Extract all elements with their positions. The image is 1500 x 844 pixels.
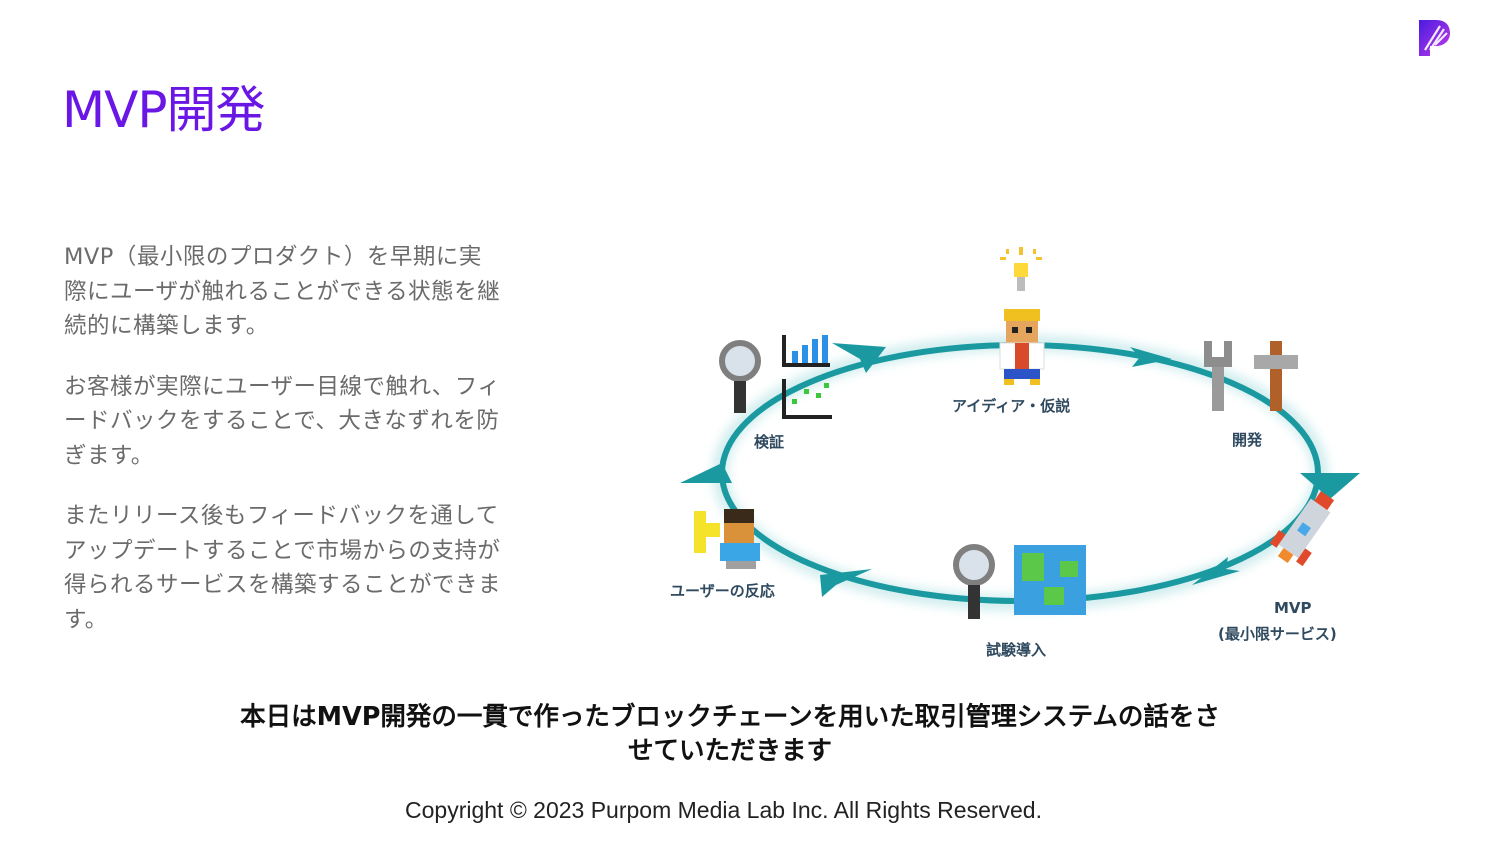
cycle-arrow-icon [1192, 557, 1240, 585]
label-mvp: MVP [1274, 599, 1312, 617]
magnifier-icon [953, 544, 995, 619]
label-mvp-subtitle: (最小限サービス) [1218, 625, 1337, 643]
user-megaphone-icon [694, 509, 760, 569]
label-user-reaction: ユーザーの反応 [670, 582, 775, 600]
description-paragraph-1: MVP（最小限のプロダクト）を早期に実際にユーザが触れることができる状態を継続的… [64, 244, 501, 339]
purpom-logo-icon [1419, 20, 1450, 56]
wrench-hammer-icon [1204, 341, 1298, 411]
cycle-arrow-icon [820, 569, 872, 597]
description-block: MVP（最小限のプロダクト）を早期に実際にユーザが触れることができる状態を継続的… [64, 240, 504, 663]
globe-icon [1014, 545, 1086, 615]
label-development: 開発 [1232, 431, 1263, 449]
cycle-arrow-icon [1130, 347, 1172, 367]
copyright-footer: Copyright © 2023 Purpom Media Lab Inc. A… [405, 797, 1042, 823]
king-character-icon [999, 309, 1045, 385]
label-verify: 検証 [754, 433, 784, 451]
rocket-icon [1269, 491, 1335, 567]
label-idea: アイディア・仮説 [952, 397, 1070, 415]
description-paragraph-2: お客様が実際にユーザー目線で触れ、フィードバックをすることで、大きなずれを防ぎま… [64, 373, 501, 469]
cycle-arrow-icon [680, 463, 732, 483]
page-title: MVP開発 [62, 81, 265, 139]
label-trial: 試験導入 [986, 641, 1046, 659]
lightbulb-icon [1000, 247, 1042, 291]
cycle-arrow-icon [1300, 473, 1360, 499]
mvp-cycle-diagram: アイディア・仮説 開発 MVP (最小限サービス) 試験導入 [670, 247, 1360, 659]
chart-icon [782, 335, 832, 419]
verification-magnifier-icon [719, 340, 761, 413]
description-paragraph-3: またリリース後もフィードバックを通してアップデートすることで市場からの支持が得ら… [64, 503, 502, 633]
summary-text: 本日はMVP開発の一貫で作ったブロックチェーンを用いた取引管理システムの話をさせ… [240, 702, 1220, 766]
cycle-arrow-icon [832, 343, 886, 373]
